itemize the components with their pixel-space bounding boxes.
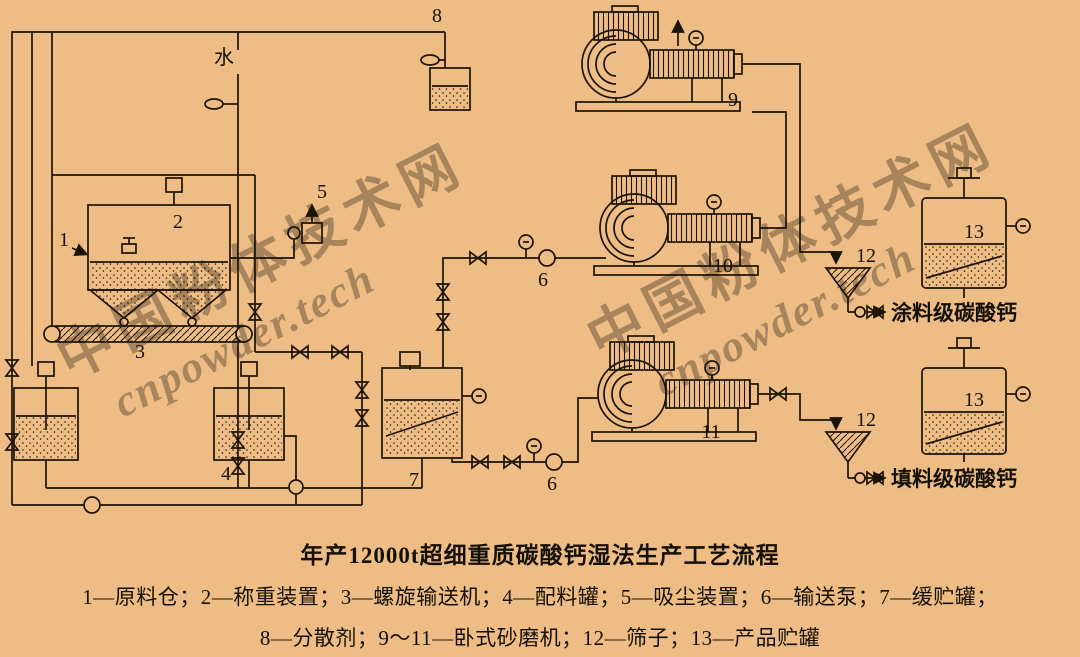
sand-mill-9 <box>575 5 743 112</box>
dispersant-container <box>429 67 471 111</box>
weighing-device <box>121 177 183 254</box>
label-13-bottom: 13 <box>964 389 984 411</box>
sieve-bottom <box>824 431 872 464</box>
label-3: 3 <box>135 341 145 363</box>
label-10: 10 <box>713 255 733 277</box>
legend-line-2: 8—分散剂；9～11—卧式砂磨机；12—筛子；13—产品贮罐 <box>259 626 821 650</box>
label-1: 1 <box>59 229 69 251</box>
product-tank-top <box>921 167 1007 289</box>
dust-collector <box>287 222 323 244</box>
label-7: 7 <box>409 469 419 491</box>
legend-line-1: 1—原料仓；2—称重装置；3—螺旋输送机；4—配料罐；5—吸尘装置；6—输送泵；… <box>82 585 998 609</box>
pumps <box>83 249 866 514</box>
water-label: 水 <box>214 46 234 69</box>
sieve-top <box>824 267 872 300</box>
diagram-title: 年产12000t超细重质碳酸钙湿法生产工艺流程 <box>300 543 780 568</box>
label-9: 9 <box>728 89 738 111</box>
pipe-network <box>11 19 1016 506</box>
caption-block: 年产12000t超细重质碳酸钙湿法生产工艺流程 1—原料仓；2—称重装置；3—螺… <box>0 536 1080 652</box>
batching-tank-right <box>213 361 285 461</box>
label-6-top: 6 <box>538 269 548 291</box>
buffer-tank <box>381 351 463 459</box>
process-flow-diagram: 水 8 1 2 3 4 5 6 6 7 9 10 11 12 12 13 13 … <box>5 5 1031 514</box>
label-2: 2 <box>173 211 183 233</box>
label-12-bottom: 12 <box>856 409 876 431</box>
screw-conveyor <box>43 325 253 343</box>
output-coating-grade: 涂料级碳酸钙 <box>891 301 1017 325</box>
raw-material-bin <box>87 204 231 327</box>
label-11: 11 <box>701 421 720 443</box>
diagram-labels: 水 8 1 2 3 4 5 6 6 7 9 10 11 12 12 13 13 … <box>59 5 1017 495</box>
label-4: 4 <box>221 463 231 485</box>
batching-tank-left <box>13 361 79 461</box>
label-12-top: 12 <box>856 245 876 267</box>
label-13-top: 13 <box>964 221 984 243</box>
label-6-bottom: 6 <box>547 473 557 495</box>
output-filler-grade: 填料级碳酸钙 <box>891 467 1017 491</box>
label-8: 8 <box>432 5 442 27</box>
label-5: 5 <box>317 181 327 203</box>
product-tank-bottom <box>921 337 1007 455</box>
